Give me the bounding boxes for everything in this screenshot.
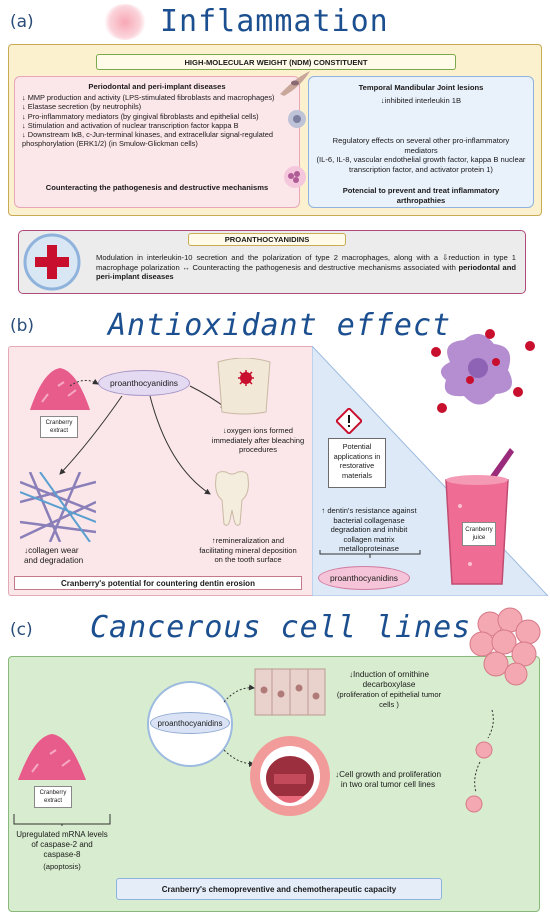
collagen-fibers-icon bbox=[20, 472, 96, 542]
cranberry-extract-label-b: Cranberry extract bbox=[40, 416, 78, 438]
epithelial-cells-icon bbox=[254, 668, 326, 716]
cranberry-extract-label-c: Cranberry extract bbox=[34, 786, 72, 808]
bracket-c bbox=[13, 814, 111, 826]
perio-box bbox=[14, 76, 300, 208]
tmj-box bbox=[308, 76, 534, 208]
perio-item: ↓ Elastase secretion (by neutrophils) bbox=[22, 102, 142, 112]
panel-b-letter: (b) bbox=[10, 316, 35, 336]
pac-text-main: Modulation in interleukin-10 secretion a… bbox=[96, 253, 516, 272]
perio-footer: Counteracting the pathogenesis and destr… bbox=[45, 183, 269, 192]
pac-text-bold: periodontal and peri-implant diseases bbox=[96, 262, 516, 282]
perio-item: ↓ MMP production and activity (LPS-stimu… bbox=[22, 93, 275, 102]
cranberry-juice-glass bbox=[445, 448, 514, 585]
panel-a-title: Inflammation bbox=[160, 4, 389, 39]
ornithine-sub-text: (proliferation of epithelial tumor cells… bbox=[336, 690, 442, 709]
mrna-text: Upregulated mRNA levels of caspase-2 and… bbox=[16, 830, 108, 859]
tumor-cells-icon bbox=[469, 607, 541, 686]
cranberry-extract-pile-c bbox=[18, 734, 86, 780]
tmj-regulatory: Regulatory effects on several other pro-… bbox=[332, 136, 510, 155]
pac-header: PROANTHOCYANIDINS bbox=[188, 233, 346, 246]
perio-item: ↓ Pro-inflammatory mediators (by gingiva… bbox=[22, 111, 259, 121]
tmj-inhibit: ↓inhibited interleukin 1B bbox=[380, 96, 462, 105]
neutrophil-icon bbox=[284, 166, 306, 188]
tmj-heading: Temporal Mandibular Joint lesions bbox=[358, 83, 484, 92]
pac-text: Modulation in interleukin-10 secretion a… bbox=[96, 253, 516, 282]
proanthocyanidins-oval-c: proanthocyanidins bbox=[150, 712, 230, 734]
panel-b-title: Antioxidant effect bbox=[108, 308, 452, 343]
ornithine-text: ↓Induction of ornithine decarboxylase bbox=[348, 670, 430, 689]
tmj-mediators: (IL-6, IL-8, vascular endothelial growth… bbox=[316, 155, 526, 174]
perio-heading: Periodontal and peri-implant diseases bbox=[88, 82, 226, 91]
cranberry-extract-pile bbox=[30, 368, 90, 410]
tmj-footer: Potencial to prevent and treat inflammat… bbox=[342, 186, 500, 205]
potential-box: Potential applications in restorative ma… bbox=[328, 438, 386, 488]
tooth-crown-icon bbox=[217, 358, 271, 415]
juice-label: Cranberry juice bbox=[462, 522, 496, 546]
detaching-cells-icon bbox=[465, 709, 494, 813]
perio-list: ↓ MMP production and activity (LPS-stimu… bbox=[22, 93, 290, 149]
bacteria-cluster-icon bbox=[431, 329, 535, 413]
molar-tooth-icon bbox=[215, 471, 249, 526]
apoptosis-text: (apoptosis) bbox=[43, 862, 81, 871]
dentin-text: ↑ dentin's resistance against bacterial … bbox=[321, 506, 417, 554]
blurred-cells-icon bbox=[104, 4, 146, 40]
hazard-icon bbox=[336, 408, 362, 434]
collagen-text: ↓collagen wear and degradation bbox=[24, 546, 84, 565]
perio-item: ↓ Downstream IκB, c-Jun-terminal kinases… bbox=[22, 130, 273, 149]
panel-a-letter: (a) bbox=[10, 12, 34, 32]
red-cross-icon bbox=[23, 233, 81, 291]
dashed-arrows-c bbox=[223, 684, 255, 767]
ndm-header: HIGH-MOLECULAR WEIGHT (NDM) CONSTITUENT bbox=[96, 54, 456, 70]
perio-item: ↓ Stimulation and activation of nuclear … bbox=[22, 120, 239, 130]
bracket-line bbox=[319, 550, 421, 558]
proanthocyanidins-oval-b2: proanthocyanidins bbox=[318, 566, 410, 590]
panel-b-footer: Cranberry's potential for countering den… bbox=[14, 576, 302, 590]
panel-c-footer: Cranberry's chemopreventive and chemothe… bbox=[116, 878, 442, 900]
macrophage-icon bbox=[288, 110, 306, 128]
fibroblast-icon bbox=[280, 71, 310, 96]
growth-text: ↓Cell growth and proliferation in two or… bbox=[334, 770, 442, 789]
panel-c-title: Cancerous cell lines bbox=[90, 610, 472, 645]
oxygen-text: ↓oxygen ions formed immediately after bl… bbox=[211, 426, 305, 455]
open-mouth-icon bbox=[250, 736, 330, 816]
panel-c-letter: (c) bbox=[10, 620, 33, 640]
remineral-text: ↑remineralization and facilitating miner… bbox=[199, 536, 297, 565]
